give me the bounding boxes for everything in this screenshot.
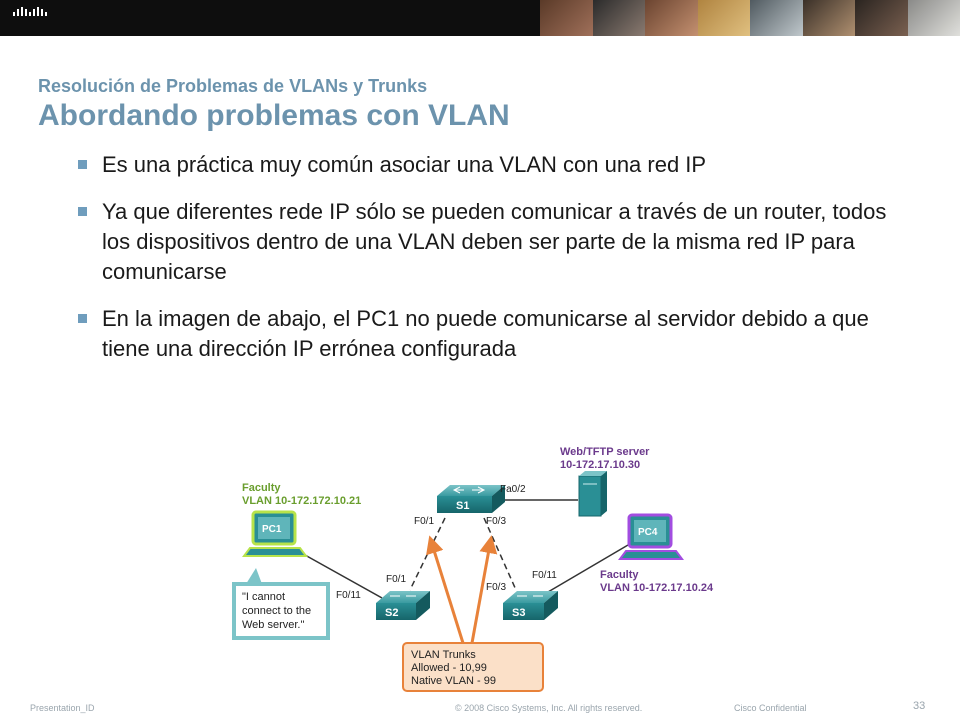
section-title: Resolución de Problemas de VLANs y Trunk…: [38, 76, 428, 96]
top-banner: [0, 0, 960, 36]
port-label: F0/1: [414, 516, 434, 527]
link-s3-pc4: [547, 544, 629, 593]
server-label: Web/TFTP server: [560, 446, 650, 458]
trunk-arrow-right: [470, 535, 498, 644]
banner-photo: [592, 0, 645, 36]
bullet-item: Ya que diferentes rede IP sólo se pueden…: [74, 197, 904, 287]
pc1: PC1: [242, 510, 308, 557]
pc4-vlan-label: VLAN 10-172.17.10.24: [600, 582, 714, 594]
banner-photo: [645, 0, 698, 36]
pc4-label: PC4: [638, 527, 658, 538]
pc1-group-label: Faculty: [242, 482, 281, 494]
bullet-text: Ya que diferentes rede IP sólo se pueden…: [102, 199, 887, 284]
bullet-text: Es una práctica muy común asociar una VL…: [102, 152, 707, 177]
footer-presentation-id: Presentation_ID: [30, 703, 95, 713]
footer-copyright: © 2008 Cisco Systems, Inc. All rights re…: [455, 703, 643, 713]
bullet-item: En la imagen de abajo, el PC1 no puede c…: [74, 304, 904, 364]
bullet-square-icon: [78, 314, 87, 323]
port-label: F0/11: [532, 570, 557, 581]
callout-line: "I cannot: [242, 591, 285, 603]
page-title: Abordando problemas con VLAN: [38, 99, 510, 132]
bullet-text: En la imagen de abajo, el PC1 no puede c…: [102, 306, 869, 361]
switch-s2-label: S2: [385, 607, 398, 619]
switch-icon: [452, 486, 486, 494]
banner-photo: [540, 0, 593, 36]
pc1-vlan-label: VLAN 10-172.172.10.21: [242, 495, 361, 507]
switch-s1-label: S1: [456, 500, 469, 512]
banner-photos: [540, 0, 960, 36]
trunk-s1-s3: [483, 517, 517, 591]
banner-photo: [750, 0, 803, 36]
trunk-line: VLAN Trunks: [411, 649, 476, 661]
trunk-info-box: VLAN Trunks Allowed - 10,99 Native VLAN …: [402, 642, 544, 692]
footer-confidential: Cisco Confidential: [734, 703, 807, 713]
switch-s1: S1: [437, 485, 505, 513]
trunk-line: Allowed - 10,99: [411, 662, 487, 674]
port-label: Fa0/2: [500, 484, 526, 495]
bullet-square-icon: [78, 160, 87, 169]
port-label: F0/3: [486, 516, 506, 527]
pc4: PC4: [618, 513, 684, 560]
bullet-item: Es una práctica muy común asociar una VL…: [74, 150, 904, 180]
banner-photo: [907, 0, 960, 36]
banner-photo: [855, 0, 908, 36]
switch-s3-label: S3: [512, 607, 525, 619]
server-ip-label: 10-172.17.10.30: [560, 459, 640, 471]
banner-photo: [802, 0, 855, 36]
bullet-list: Es una práctica muy común asociar una VL…: [74, 150, 904, 381]
switch-s3: S3: [503, 591, 558, 620]
pc4-group-label: Faculty: [600, 569, 639, 581]
trunk-line: Native VLAN - 99: [411, 675, 496, 687]
port-label: F0/3: [486, 582, 506, 593]
trunk-arrow-left: [426, 535, 465, 644]
page-number: 33: [913, 700, 926, 712]
port-label: F0/1: [386, 574, 406, 585]
trunk-s1-s2: [409, 517, 446, 591]
pc1-label: PC1: [262, 524, 282, 535]
cisco-logo-icon: [13, 7, 47, 16]
bullet-square-icon: [78, 207, 87, 216]
switch-s2: S2: [376, 591, 430, 620]
callout-line: Web server.": [242, 619, 304, 631]
callout-line: connect to the: [242, 605, 311, 617]
server-icon: [578, 471, 607, 517]
link-pc1-s2: [295, 549, 383, 599]
pc1-callout: "I cannot connect to the Web server.": [232, 568, 330, 640]
port-label: F0/11: [336, 590, 361, 601]
banner-photo: [697, 0, 750, 36]
